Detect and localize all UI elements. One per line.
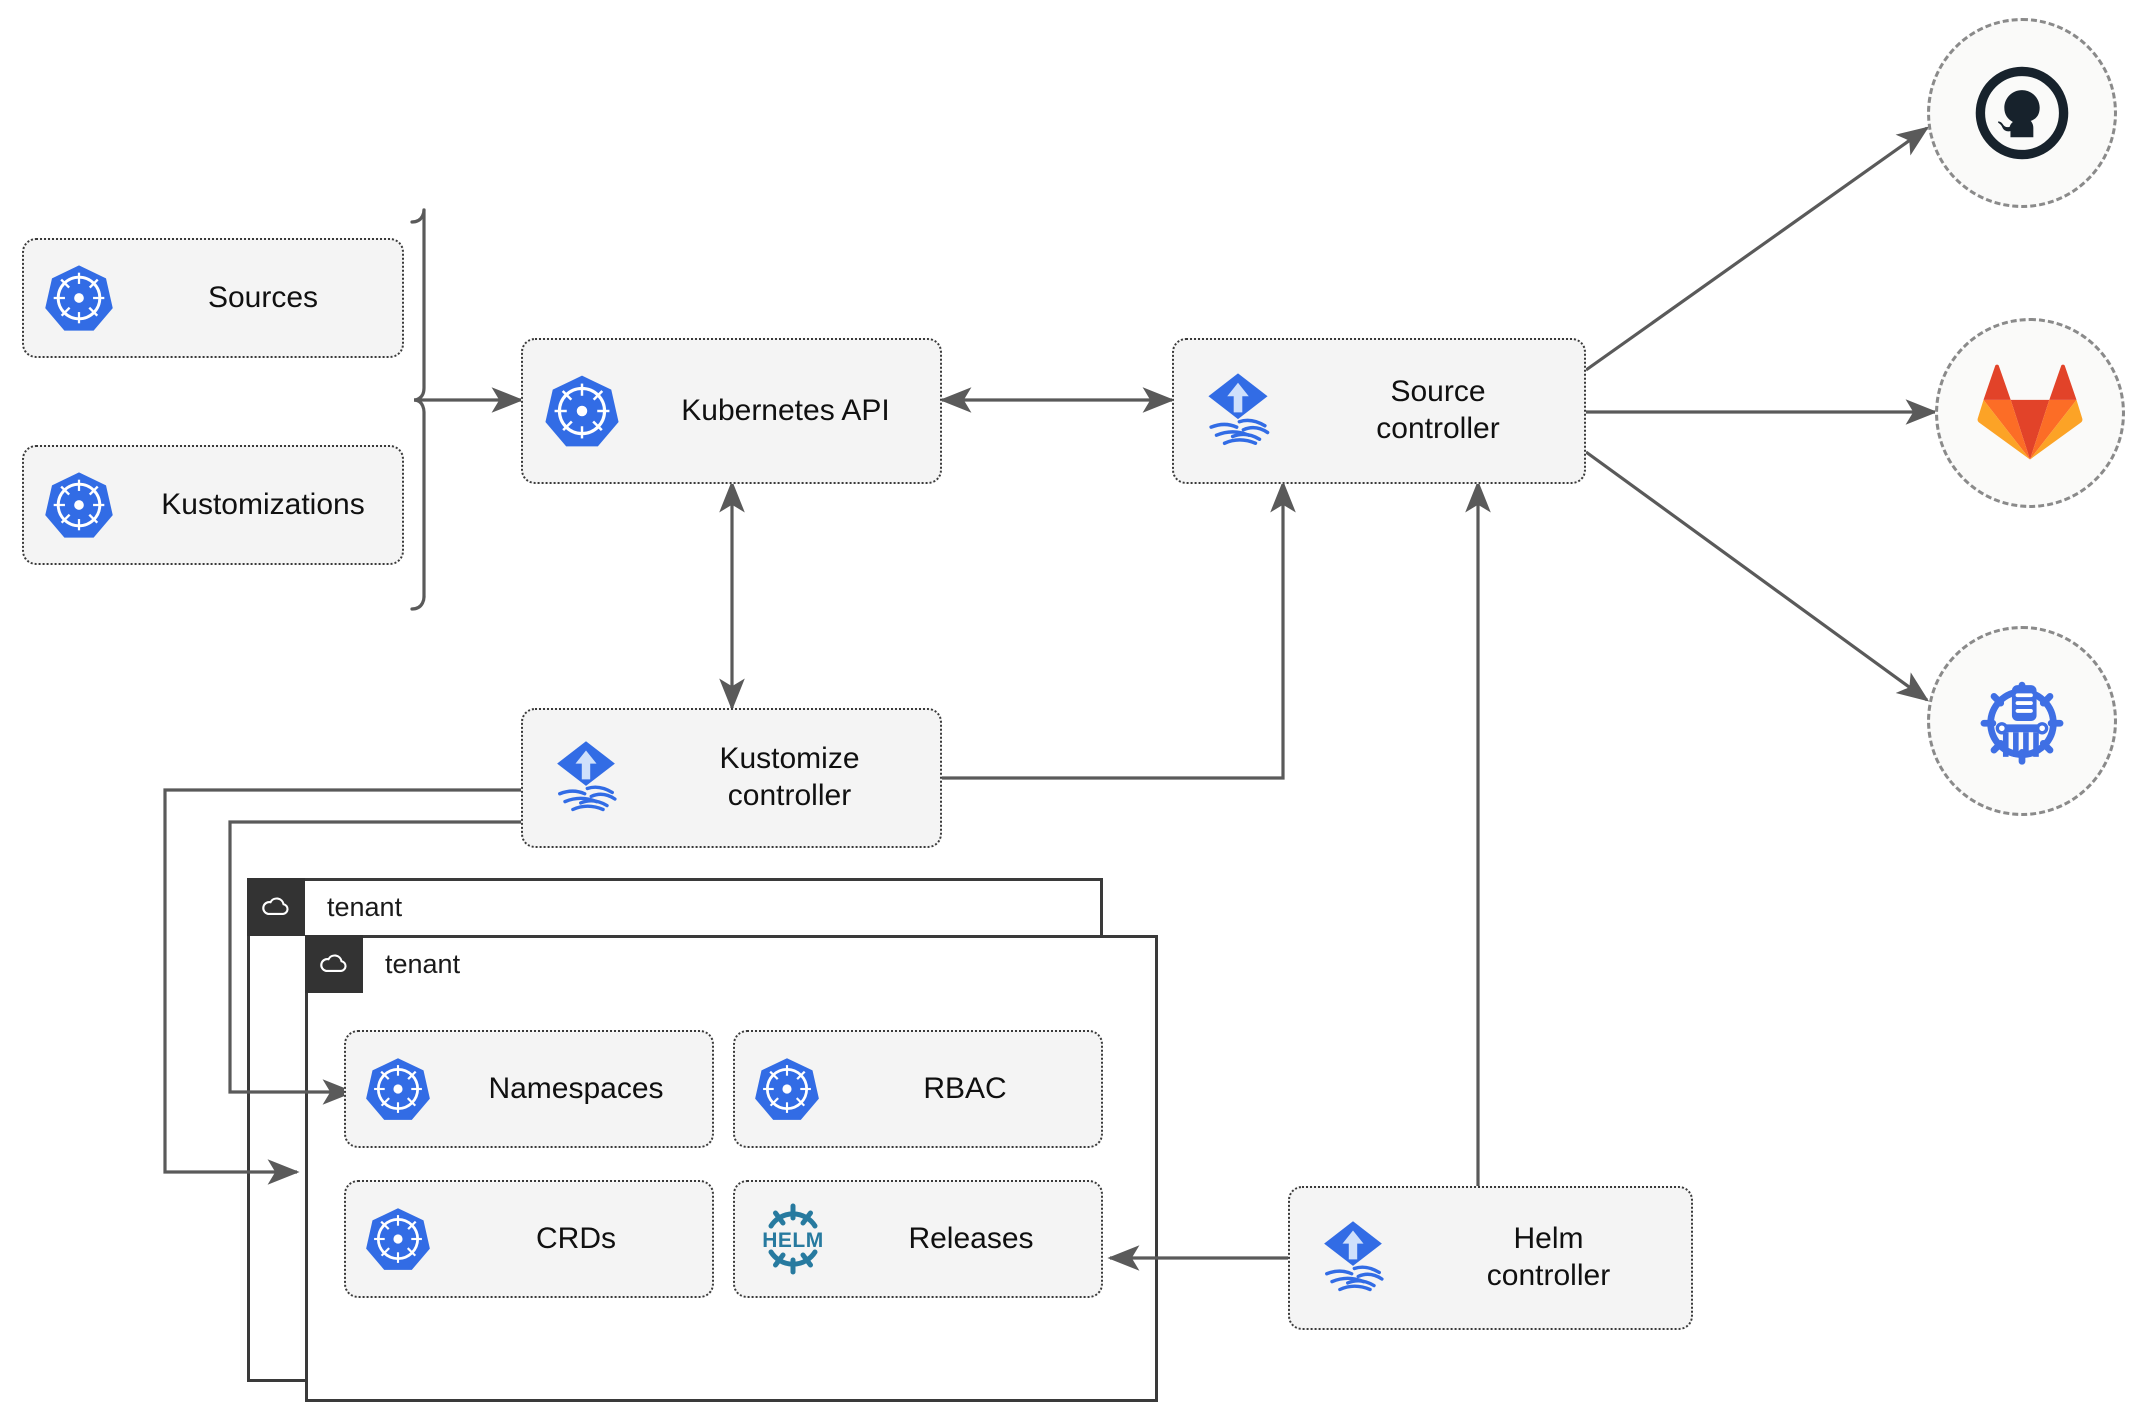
- node-label: Helm controller: [1486, 1222, 1611, 1292]
- svg-text:HELM: HELM: [762, 1229, 824, 1252]
- node-namespaces[interactable]: Namespaces: [344, 1030, 714, 1148]
- kubernetes-icon: [346, 1205, 450, 1273]
- node-label: RBAC: [923, 1071, 1007, 1105]
- node-helm-controller[interactable]: Helm controller: [1288, 1186, 1693, 1330]
- node-crds[interactable]: CRDs: [344, 1180, 714, 1298]
- tenant-panel-inner[interactable]: tenant: [305, 935, 1158, 1402]
- helm-repository-icon: [1980, 681, 2064, 765]
- node-label: Releases: [908, 1221, 1034, 1255]
- node-kustomize-controller[interactable]: Kustomize controller: [521, 708, 942, 848]
- helm-icon: HELM: [735, 1199, 851, 1279]
- node-rbac[interactable]: RBAC: [733, 1030, 1103, 1148]
- tenant-label: tenant: [385, 948, 461, 979]
- node-kubernetes-api[interactable]: Kubernetes API: [521, 338, 942, 484]
- kubernetes-icon: [346, 1055, 450, 1123]
- tenant-tab: tenant: [247, 878, 402, 936]
- kubernetes-icon: [24, 469, 134, 541]
- tenant-label: tenant: [327, 891, 403, 922]
- node-label: Kubernetes API: [681, 393, 890, 427]
- flux-icon: [523, 736, 649, 820]
- gitlab-icon: [1977, 364, 2083, 460]
- repo-gitlab[interactable]: [1935, 318, 2125, 508]
- flux-icon: [1174, 368, 1302, 454]
- node-label: Source controller: [1376, 375, 1500, 445]
- node-sources[interactable]: Sources: [22, 238, 404, 358]
- flux-icon: [1290, 1216, 1416, 1300]
- node-releases[interactable]: HELM Releases: [733, 1180, 1103, 1298]
- repo-github[interactable]: [1927, 18, 2117, 208]
- node-label: CRDs: [536, 1221, 616, 1255]
- cloud-icon: [247, 878, 305, 936]
- kubernetes-icon: [735, 1055, 839, 1123]
- node-label: Kustomize controller: [719, 742, 860, 812]
- node-label: Sources: [207, 280, 319, 314]
- node-source-controller[interactable]: Source controller: [1172, 338, 1586, 484]
- kubernetes-icon: [523, 372, 641, 450]
- node-label: Namespaces: [488, 1071, 664, 1105]
- kubernetes-icon: [24, 262, 134, 334]
- node-kustomizations[interactable]: Kustomizations: [22, 445, 404, 565]
- node-label: Kustomizations: [161, 487, 365, 521]
- tenant-tab: tenant: [305, 935, 460, 993]
- cloud-icon: [305, 935, 363, 993]
- github-icon: [1975, 66, 2069, 160]
- repo-helm-repository[interactable]: [1927, 626, 2117, 816]
